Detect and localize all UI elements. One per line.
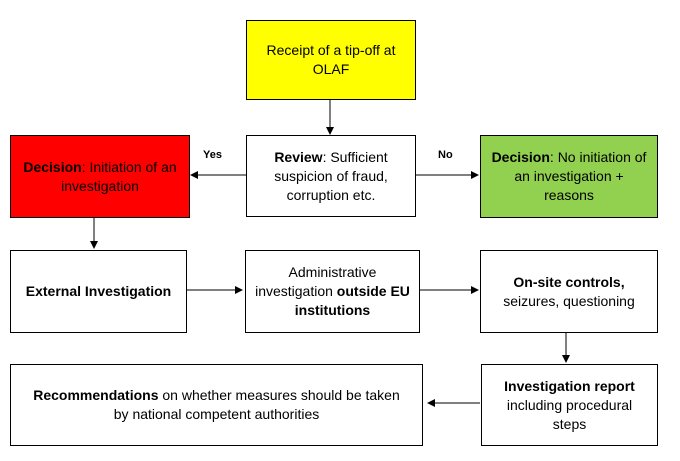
- investigation-report-bold: Investigation report: [504, 377, 635, 394]
- onsite-controls-node: On-site controls, seizures, questioning: [480, 250, 658, 333]
- decision-initiation-rest: : Initiation of an investigation: [61, 158, 177, 194]
- administrative-investigation-bold: outside EU institutions: [294, 283, 410, 318]
- recommendations-text: Recommendations on whether measures shou…: [25, 386, 408, 424]
- review-bold: Review: [274, 148, 323, 165]
- onsite-controls-text: On-site controls, seizures, questioning: [489, 273, 649, 311]
- onsite-controls-rest: seizures, questioning: [503, 292, 635, 309]
- yes-label: Yes: [203, 149, 222, 161]
- investigation-report-text: Investigation report including procedura…: [490, 377, 649, 434]
- administrative-investigation-pre: Administrative investigation: [255, 264, 377, 299]
- review-node: Review: Sufficient suspicion of fraud, c…: [246, 135, 416, 217]
- decision-no-initiation-bold: Decision: [491, 149, 550, 165]
- external-investigation-node: External Investigation: [10, 250, 187, 333]
- investigation-report-node: Investigation report including procedura…: [481, 364, 658, 446]
- decision-initiation-text: Decision: Initiation of an investigation: [19, 158, 181, 196]
- onsite-controls-bold: On-site controls,: [513, 273, 625, 290]
- review-text: Review: Sufficient suspicion of fraud, c…: [255, 148, 407, 205]
- decision-no-initiation-rest: : No initiation of an investigation + re…: [514, 149, 647, 203]
- decision-initiation-bold: Decision: [23, 158, 82, 175]
- recommendations-rest: on whether measures should be taken by n…: [113, 387, 400, 422]
- investigation-report-rest: including procedural steps: [506, 396, 633, 432]
- decision-no-initiation-node: Decision: No initiation of an investigat…: [480, 135, 658, 218]
- no-label: No: [438, 149, 453, 161]
- recommendations-node: Recommendations on whether measures shou…: [10, 364, 423, 446]
- administrative-investigation-node: Administrative investigation outside EU …: [245, 250, 420, 333]
- external-investigation-text: External Investigation: [25, 283, 172, 299]
- decision-no-initiation-text: Decision: No initiation of an investigat…: [489, 148, 649, 205]
- decision-initiation-node: Decision: Initiation of an investigation: [10, 135, 190, 218]
- review-rest: : Sufficient suspicion of fraud, corrupt…: [274, 148, 388, 203]
- recommendations-bold: Recommendations: [33, 387, 159, 403]
- tipoff-text: Receipt of a tip-off at OLAF: [266, 42, 396, 77]
- tipoff-node: Receipt of a tip-off at OLAF: [246, 20, 416, 100]
- administrative-investigation-text: Administrative investigation outside EU …: [254, 263, 411, 320]
